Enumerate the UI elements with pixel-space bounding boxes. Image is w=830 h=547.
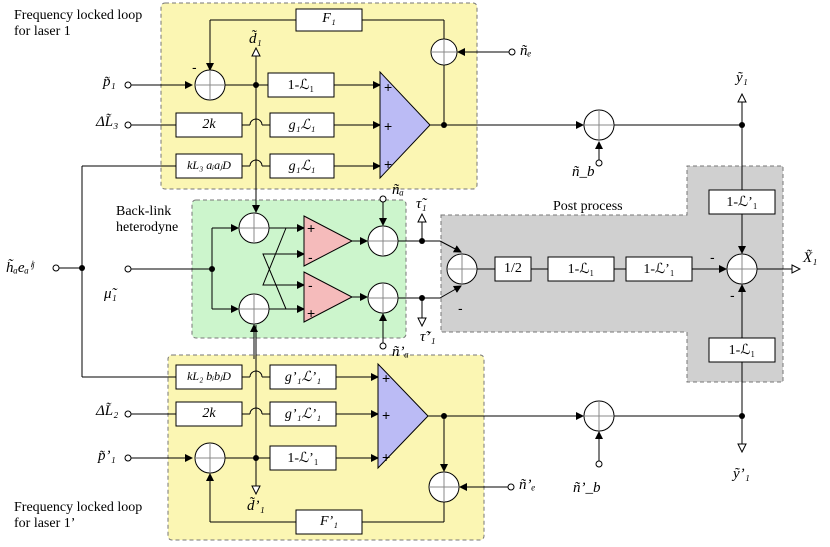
svg-text:+: +	[307, 305, 315, 321]
signal-X1: X̃₁	[803, 250, 818, 266]
signal-npa: ñ’ₐ	[392, 344, 409, 360]
backlink-title-line1: Back-link	[116, 204, 172, 219]
block-2k-bottom-label: 2k	[202, 406, 216, 421]
fll1-title-line1: Frequency locked loop	[14, 8, 143, 23]
signal-dp1: d̃’₁	[247, 498, 265, 514]
svg-text:+: +	[382, 370, 390, 386]
backlink-title-line2: heterodyne	[116, 220, 179, 235]
svg-text:+: +	[382, 449, 390, 465]
block-half-label: 1/2	[504, 261, 522, 276]
block-gp1Lp1-b-label: g’₁ℒ’₁	[284, 407, 322, 422]
signal-na: ñₐ	[392, 182, 404, 198]
signal-ne: ñₑ	[520, 43, 532, 59]
signal-dL2: ΔL̃₂	[96, 403, 119, 419]
signal-hA: h̃ₐeₐⁱʲ	[6, 260, 35, 276]
svg-text:-: -	[308, 277, 313, 293]
fll2-title-line2: for laser 1’	[14, 516, 76, 531]
post-process-title: Post process	[553, 199, 623, 214]
signal-p1: p̃₁	[103, 74, 116, 90]
svg-text:+: +	[382, 407, 390, 423]
block-g1L1-b	[269, 153, 335, 179]
signal-yp1: ỹ’₁	[733, 466, 750, 482]
block-gp1Lp1-b	[269, 401, 337, 427]
svg-text:+: +	[384, 156, 392, 172]
block-pp-L1	[547, 256, 615, 282]
block-gp1Lp1-a-label: g’₁ℒ’₁	[284, 370, 322, 385]
svg-text:-: -	[730, 287, 735, 303]
signal-dL3: ΔL̃₃	[96, 114, 119, 130]
svg-text:+: +	[384, 79, 392, 95]
svg-text:+: +	[307, 220, 315, 236]
block-F1p	[295, 509, 363, 535]
block-2k-top	[175, 112, 243, 138]
block-2k-top-label: 2k	[202, 117, 216, 132]
svg-text:-: -	[458, 300, 463, 316]
fll1-title-line2: for laser 1	[14, 24, 71, 39]
svg-text:+: +	[384, 118, 392, 134]
amplifier-1	[379, 70, 431, 180]
block-pp-L1-label: 1-ℒ₁	[567, 262, 595, 277]
block-pp-Lp1-label: 1-ℒ’₁	[643, 262, 675, 277]
backlink-region	[191, 199, 407, 339]
amplifier-red-bottom	[303, 271, 354, 323]
svg-text:-: -	[192, 59, 197, 75]
signal-nb: ñ_b	[572, 164, 595, 180]
block-right-bottom	[708, 337, 776, 363]
signal-tau1: τ̃₁	[416, 196, 427, 212]
signal-d1: d̃₁	[249, 31, 262, 47]
block-F1p-label: F’₁	[319, 514, 339, 529]
svg-text:-: -	[710, 249, 715, 265]
signal-npe: ñ’ₑ	[519, 477, 536, 493]
block-kL3-label: kL₃ aᵢaⱼD	[187, 158, 231, 172]
block-g1L1-b-label: g₁ℒ₁	[288, 159, 316, 174]
signal-mu1: μ̃₁	[104, 286, 117, 302]
amplifier-red-top	[303, 215, 354, 267]
block-kL3	[175, 153, 243, 179]
signal-npb: ñ’_b	[573, 480, 601, 496]
block-1-L1-label: 1-ℒ₁	[287, 78, 315, 93]
block-right-top-label: 1-ℒ’₁	[726, 195, 758, 210]
block-right-top	[708, 189, 776, 215]
block-F1-label: F₁	[322, 11, 336, 26]
block-1-Lp1-label: 1-ℒ’₁	[287, 451, 319, 466]
block-kL2-label: kL₂ bᵢbⱼD	[187, 369, 231, 383]
block-kL2	[175, 364, 243, 390]
block-right-bottom-label: 1-ℒ₁	[728, 343, 756, 358]
block-g1L1-a-label: g₁ℒ₁	[288, 118, 316, 133]
fll2-title-line1: Frequency locked loop	[14, 500, 143, 515]
amplifier-2	[377, 362, 429, 470]
svg-text:-: -	[308, 249, 313, 265]
signal-taup1: τ̃’₁	[420, 329, 436, 345]
signal-pp1: p̃’₁	[98, 448, 116, 464]
signal-y1: ỹ₁	[736, 70, 748, 86]
